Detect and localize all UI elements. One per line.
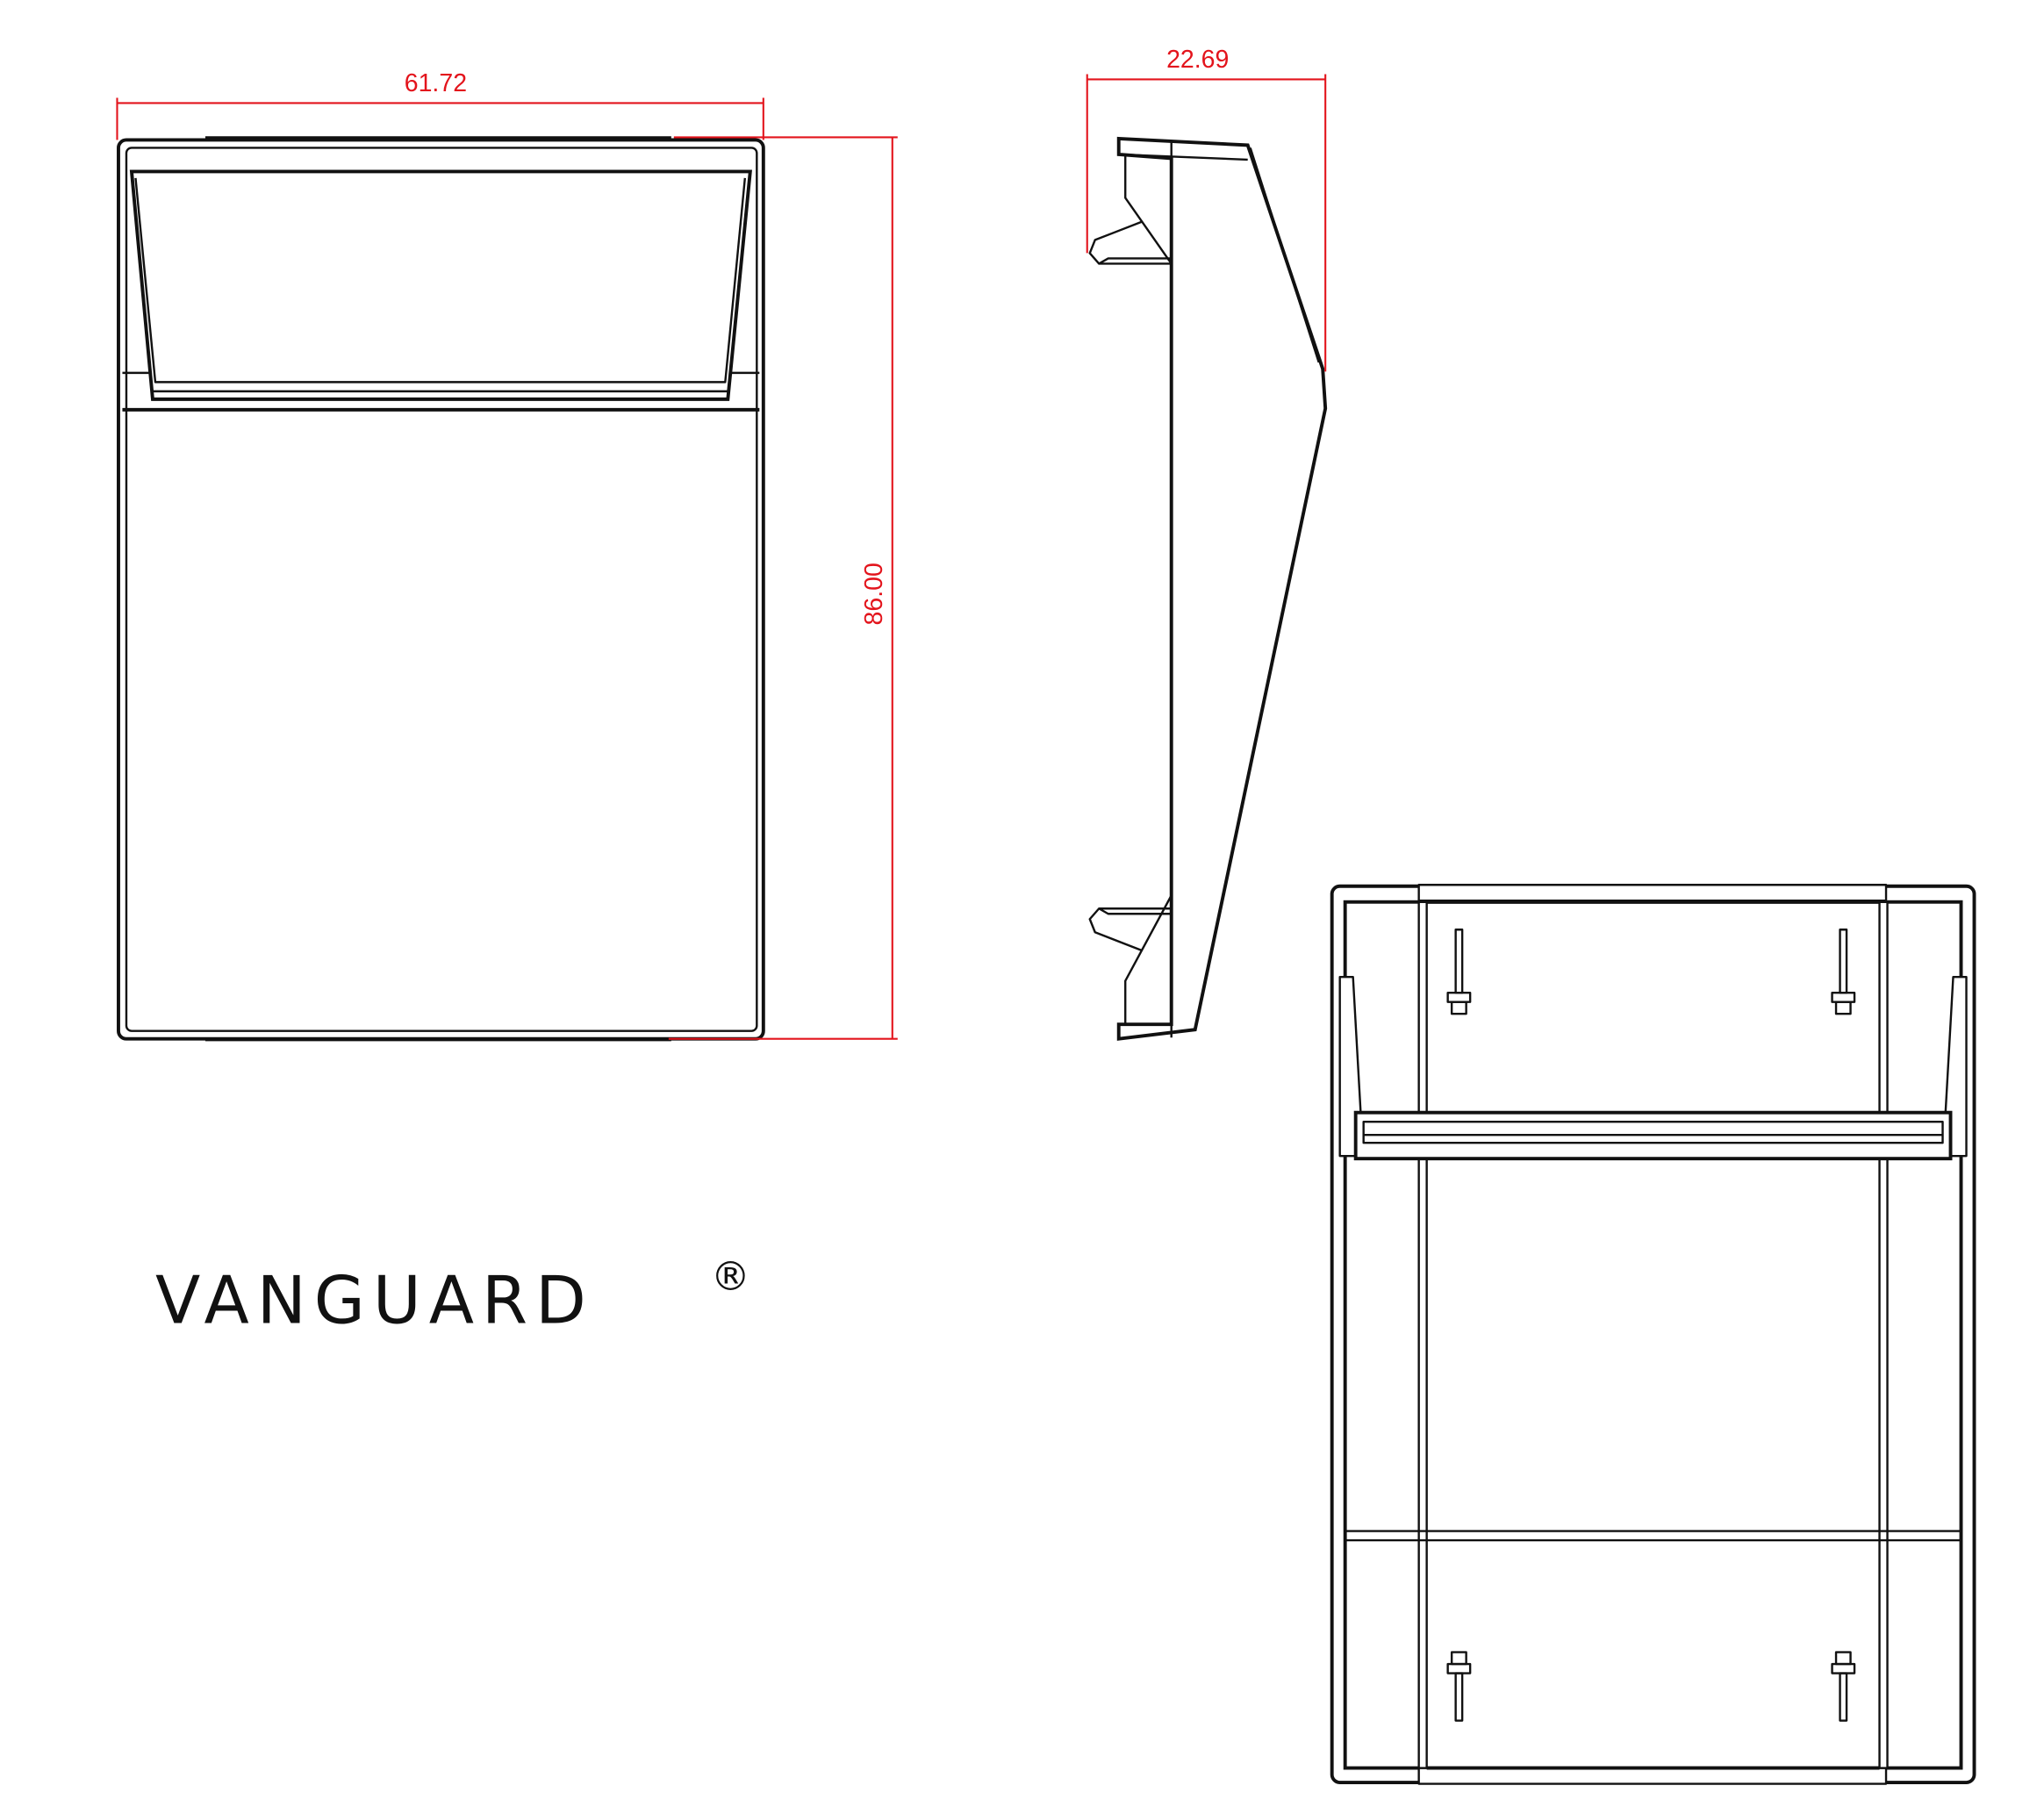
screw-icon: [1831, 1651, 1856, 1722]
width-dimension-label: 61.72: [405, 69, 467, 97]
screw-icon: [1831, 929, 1856, 1015]
height-dimension-label: 86.00: [860, 563, 888, 625]
rear-view: [1330, 884, 1976, 1785]
side-view: [1088, 136, 1328, 1041]
registered-mark: ®: [711, 1253, 750, 1300]
depth-dimension: 22.69: [1086, 46, 1327, 372]
screw-icon: [1446, 929, 1472, 1015]
depth-dimension-label: 22.69: [1166, 46, 1229, 74]
width-dimension: 61.72: [116, 69, 764, 140]
screw-icon: [1446, 1651, 1472, 1722]
front-view: [117, 136, 765, 1042]
brand-name: VANGUARD: [155, 1262, 594, 1339]
brand-logo: VANGUARD ®: [155, 1253, 750, 1338]
height-dimension: 86.00: [668, 136, 898, 1040]
